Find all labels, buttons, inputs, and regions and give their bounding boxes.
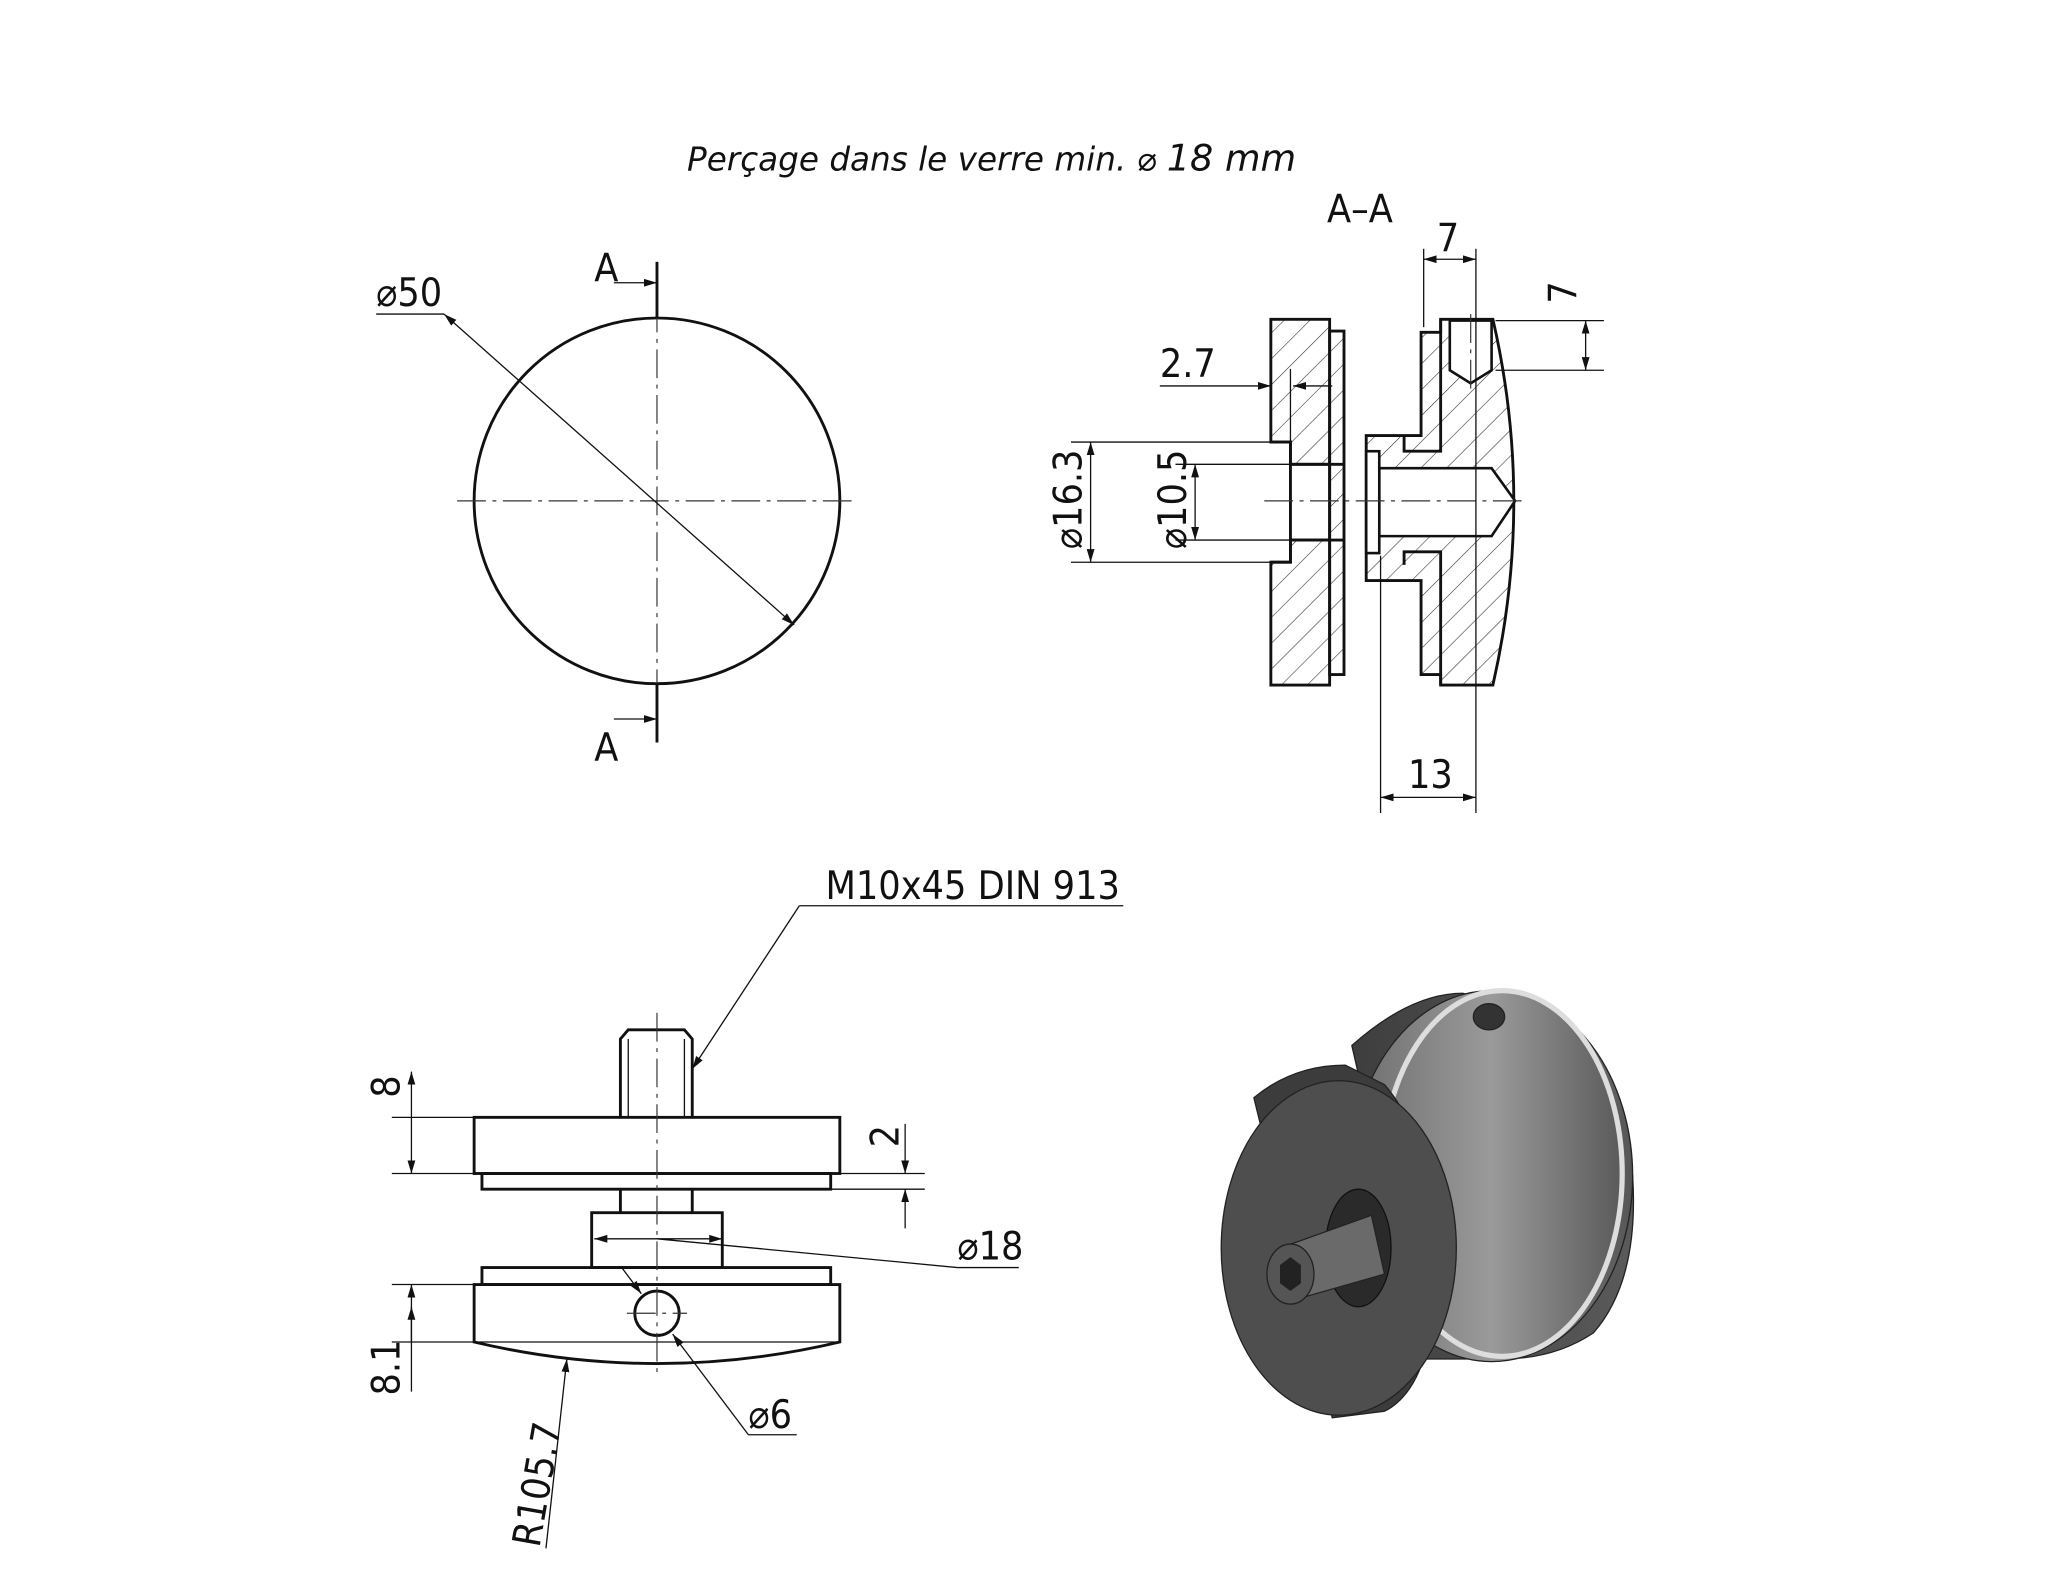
diameter-label: ⌀50 [376, 271, 442, 316]
section-mark-top: A [594, 246, 618, 291]
front-view: A A ⌀50 [376, 246, 856, 771]
dim-pad: 2.7 [1160, 342, 1216, 387]
dim-hole-depth: 7 [1541, 281, 1586, 303]
section-label: A–A [1327, 188, 1393, 233]
screw-spec: M10x45 DIN 913 [825, 864, 1119, 909]
dim-body-depth: 13 [1408, 753, 1453, 798]
dim-bottom-disk: 8.1 [365, 1340, 410, 1396]
dim-counterbore: ⌀16.3 [1046, 450, 1091, 550]
drilling-note: Perçage dans le verre min. ⌀ 18 mm [687, 136, 1296, 179]
dim-radius: R105.7 [505, 1419, 571, 1550]
side-view: M10x45 DIN 913 8 2 ⌀18 8.1 ⌀6 R105.7 [365, 864, 1124, 1550]
dim-gap: 2 [864, 1125, 909, 1147]
dim-bore: ⌀10.5 [1151, 450, 1196, 550]
dim-hole: ⌀6 [748, 1393, 792, 1438]
section-mark-bottom: A [594, 726, 618, 771]
section-view: A–A 2.7 ⌀16.3 ⌀10.5 7 7 13 [1046, 188, 1604, 814]
dim-top-disk: 8 [365, 1075, 410, 1097]
isometric-render [1220, 988, 1635, 1419]
dim-hole-offset: 7 [1437, 216, 1459, 261]
dim-neck: ⌀18 [957, 1225, 1023, 1270]
